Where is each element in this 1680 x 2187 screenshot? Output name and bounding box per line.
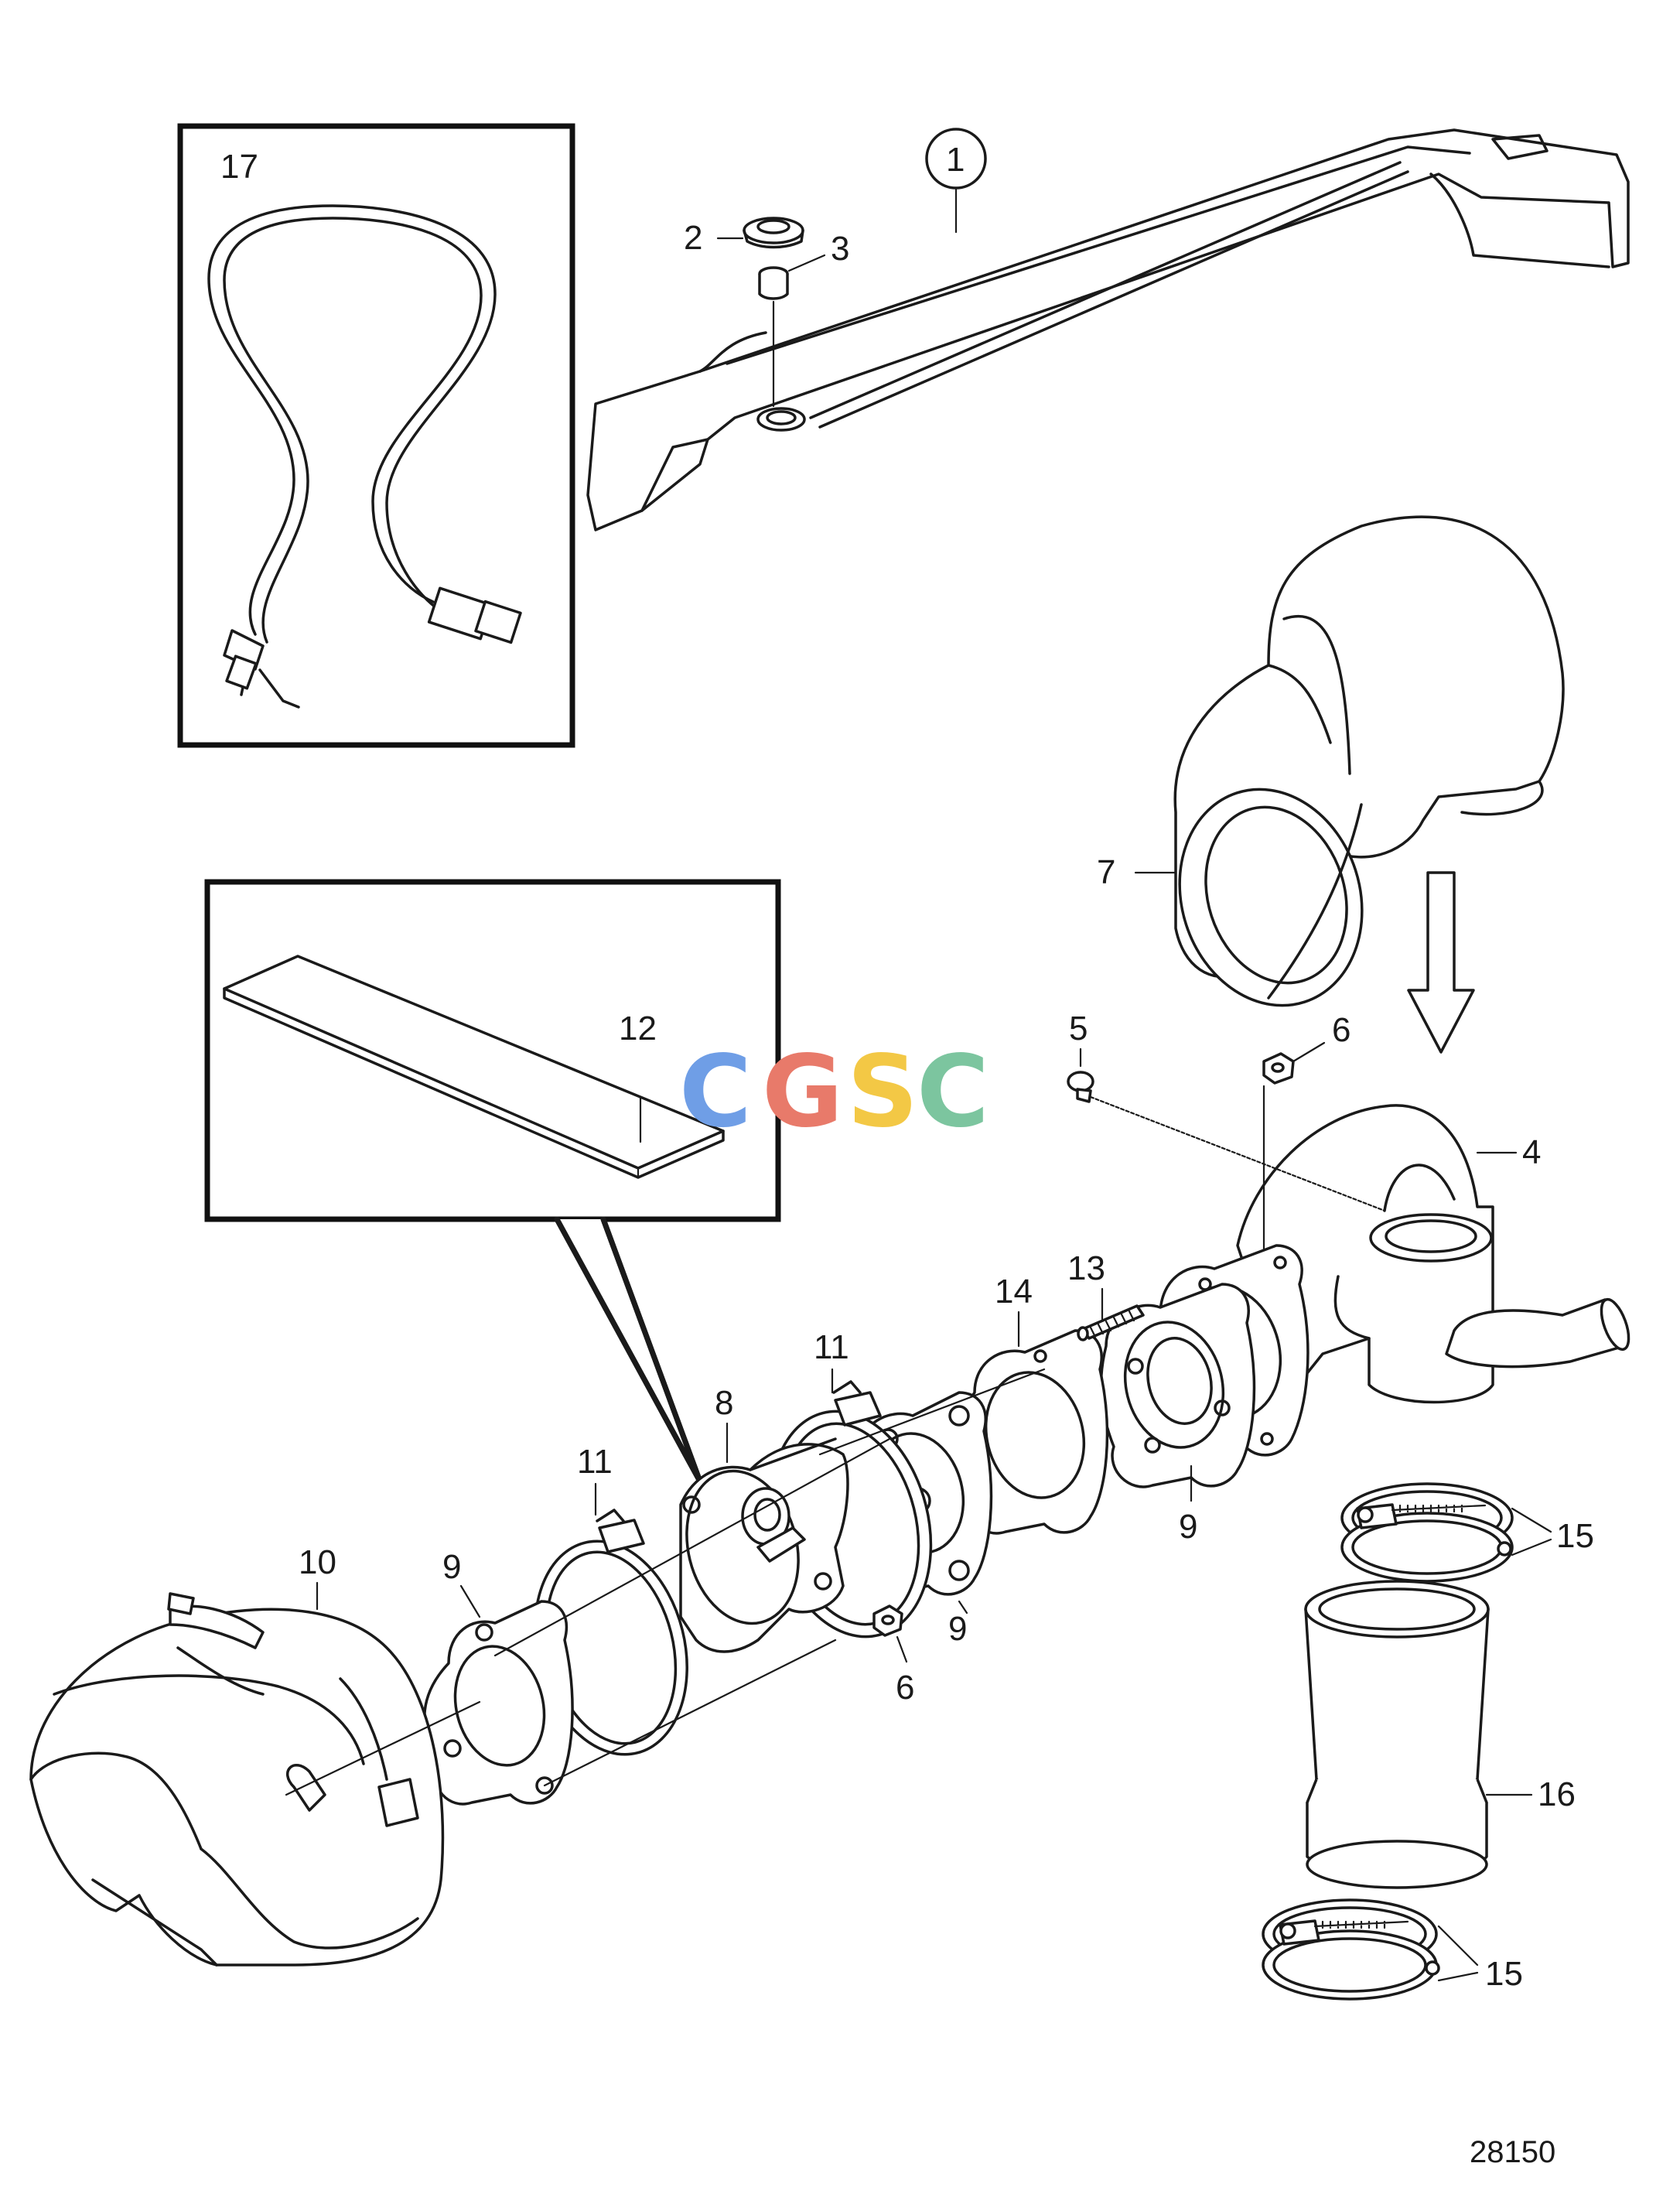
bolt-part-5 — [1067, 1071, 1094, 1103]
heat-shield-part-10 — [29, 1592, 445, 1967]
callout-14: 14 — [995, 1273, 1033, 1310]
cgsc-watermark: C G S C — [679, 1034, 989, 1150]
sensor-cable-part-17 — [207, 204, 522, 709]
insulation-strip-part-12 — [223, 955, 725, 1179]
heat-shield-part-1 — [586, 128, 1630, 531]
hose-clamp-part-15-upper — [1340, 1482, 1514, 1583]
callout-9-right: 9 — [1179, 1508, 1197, 1546]
nut-part-6-lower — [872, 1604, 903, 1637]
callout-6-lower: 6 — [896, 1669, 914, 1707]
turbo-flange-part-14-group — [1099, 1283, 1256, 1488]
assembly-arrow — [1407, 871, 1475, 1054]
watermark-letter-c2: C — [917, 1034, 989, 1150]
watermark-letter-c1: C — [679, 1034, 752, 1150]
callout-17: 17 — [220, 148, 258, 186]
hose-part-16 — [1304, 1580, 1490, 1889]
callout-12: 12 — [619, 1010, 657, 1047]
callout-4: 4 — [1522, 1133, 1541, 1171]
callout-15-upper: 15 — [1556, 1517, 1594, 1555]
callout-10: 10 — [299, 1543, 336, 1581]
drawing-number: 28150 — [1470, 2135, 1555, 2169]
watermark-letter-g: G — [762, 1034, 843, 1150]
callout-15-lower: 15 — [1485, 1955, 1523, 1993]
callout-1: 1 — [946, 141, 965, 179]
callout-2: 2 — [684, 219, 702, 257]
callout-8: 8 — [715, 1384, 733, 1422]
callout-16: 16 — [1538, 1775, 1576, 1813]
callout-3: 3 — [831, 230, 849, 268]
grommet-part-2 — [743, 217, 804, 249]
stud-part-13 — [1077, 1304, 1145, 1341]
spacer-part-3 — [758, 266, 789, 300]
callout-9-left: 9 — [442, 1548, 461, 1586]
callout-5: 5 — [1069, 1010, 1088, 1047]
callout-13: 13 — [1067, 1249, 1105, 1287]
callout-9-middle: 9 — [948, 1610, 967, 1648]
callout-11-left: 11 — [577, 1443, 613, 1481]
gasket-part-9-left — [423, 1600, 574, 1806]
nut-part-6-upper — [1262, 1052, 1295, 1085]
callout-11-right: 11 — [814, 1328, 849, 1366]
callout-7: 7 — [1097, 853, 1115, 891]
exhaust-hose-part-7 — [1173, 515, 1565, 1007]
callout-6-upper: 6 — [1332, 1011, 1350, 1049]
inset-box-strip: 12 — [204, 879, 781, 1485]
hose-clamp-part-15-lower — [1262, 1898, 1440, 2001]
inset-box-cable: 17 — [177, 123, 575, 748]
watermark-letter-s: S — [847, 1034, 918, 1150]
adapter-part-8 — [679, 1437, 849, 1653]
